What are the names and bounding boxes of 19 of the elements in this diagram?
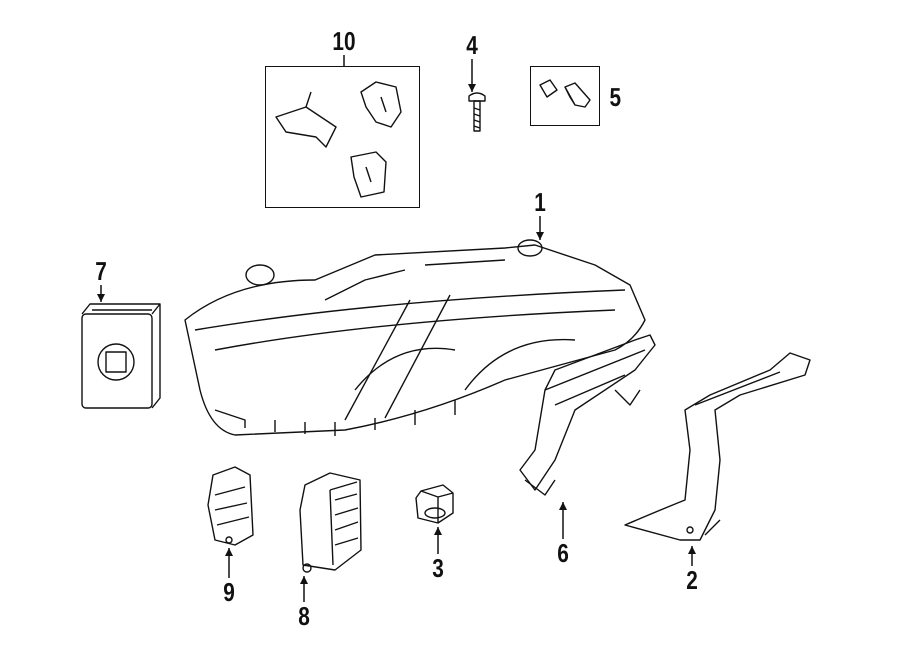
callout-number: 2 bbox=[685, 567, 699, 593]
leader-arrow bbox=[225, 548, 233, 578]
leader-line bbox=[343, 55, 345, 66]
leader-arrow bbox=[468, 59, 476, 92]
callout-number: 9 bbox=[222, 579, 236, 605]
callout-number: 10 bbox=[332, 28, 356, 54]
leader-arrow bbox=[300, 576, 308, 602]
callout-number: 6 bbox=[556, 540, 570, 566]
callout-number: 7 bbox=[94, 258, 108, 284]
callout-number: 5 bbox=[609, 84, 622, 110]
callout-number: 1 bbox=[533, 189, 547, 215]
leader-arrow bbox=[559, 502, 567, 539]
callout-number: 4 bbox=[465, 32, 479, 58]
leader-arrow bbox=[536, 216, 544, 240]
leader-arrow bbox=[97, 285, 105, 302]
callout-number: 3 bbox=[431, 555, 445, 581]
leader-arrow bbox=[688, 546, 696, 566]
leader-arrow bbox=[434, 527, 442, 554]
callout-number: 8 bbox=[297, 603, 311, 629]
